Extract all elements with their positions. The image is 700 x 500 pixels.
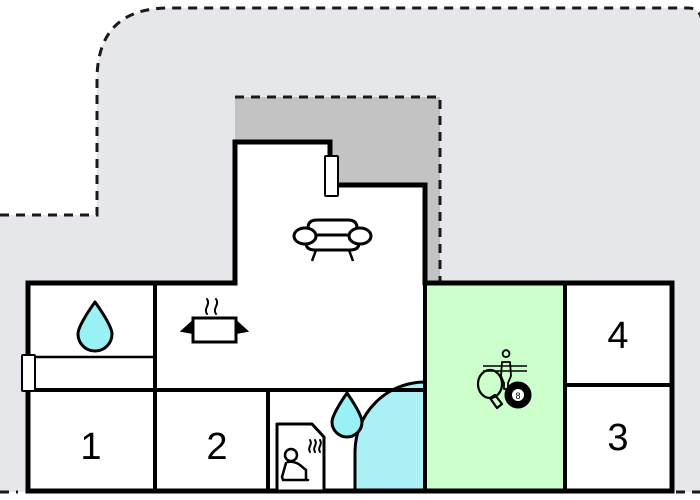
ping-pong-paddle-handle (488, 393, 504, 410)
page-background-wedges (0, 0, 700, 214)
sofa-armrest-left (292, 226, 318, 246)
page-wedge-top-right (688, 0, 700, 22)
sofa-leg-left (310, 249, 318, 262)
billiard-eight-ball-number: 8 (515, 391, 520, 401)
door-exterior-left-leaf (21, 354, 36, 392)
property-boundary-dashed-line (0, 6, 700, 217)
exterior-walls (25, 139, 675, 494)
cooking-pot-body (191, 316, 238, 344)
door-exterior-left[interactable] (21, 354, 36, 392)
sauna-cabin-shape (275, 422, 326, 493)
room-number-2: 2 (206, 426, 227, 468)
room-number-1: 1 (80, 426, 101, 468)
water-drop-shape-wellness (330, 391, 364, 439)
sauna-heat-wave-3 (318, 439, 322, 453)
water-drop-shape-bath (76, 300, 114, 353)
cooking-pot-handle-left (179, 318, 194, 335)
page-wedge-top-left (0, 0, 700, 214)
whirlpool-shape (353, 380, 427, 493)
room-number-4: 4 (607, 315, 628, 357)
room-number-3: 3 (607, 417, 628, 459)
sauna-heat-wave-2 (313, 439, 317, 453)
sofa-leg-right (347, 249, 355, 262)
cooking-pot-steam-2 (213, 298, 219, 315)
cooking-pot-handle-right (235, 318, 250, 335)
sauna-heat-wave-1 (308, 439, 312, 453)
games-room[interactable] (427, 285, 565, 491)
terrace-fill (235, 97, 440, 283)
sauna-icon (275, 422, 326, 493)
water-drop-icon (330, 391, 364, 439)
door-living-room-terrace-leaf (324, 155, 339, 197)
interior-walls (29, 284, 671, 490)
foosball-figure-head (501, 349, 511, 358)
terrace-outline-dashed (235, 95, 442, 283)
whirlpool-icon (353, 380, 427, 493)
door-living-room-terrace[interactable] (324, 155, 339, 197)
water-drop-icon (76, 300, 114, 353)
sauna-person-head (283, 447, 299, 463)
sauna-person-body (286, 460, 308, 481)
cooking-pot-steam-1 (204, 298, 210, 315)
games-room-icon: 8 (476, 349, 532, 410)
exterior-wall-outline (25, 139, 675, 494)
cooking-pot-icon (179, 298, 250, 344)
sauna-person-legs (280, 461, 310, 482)
terrace (235, 95, 442, 283)
billiard-eight-ball-disc (512, 389, 524, 401)
games-room-fill (427, 285, 565, 491)
sofa-armrest-right (347, 226, 373, 246)
sofa-icon (292, 218, 373, 262)
